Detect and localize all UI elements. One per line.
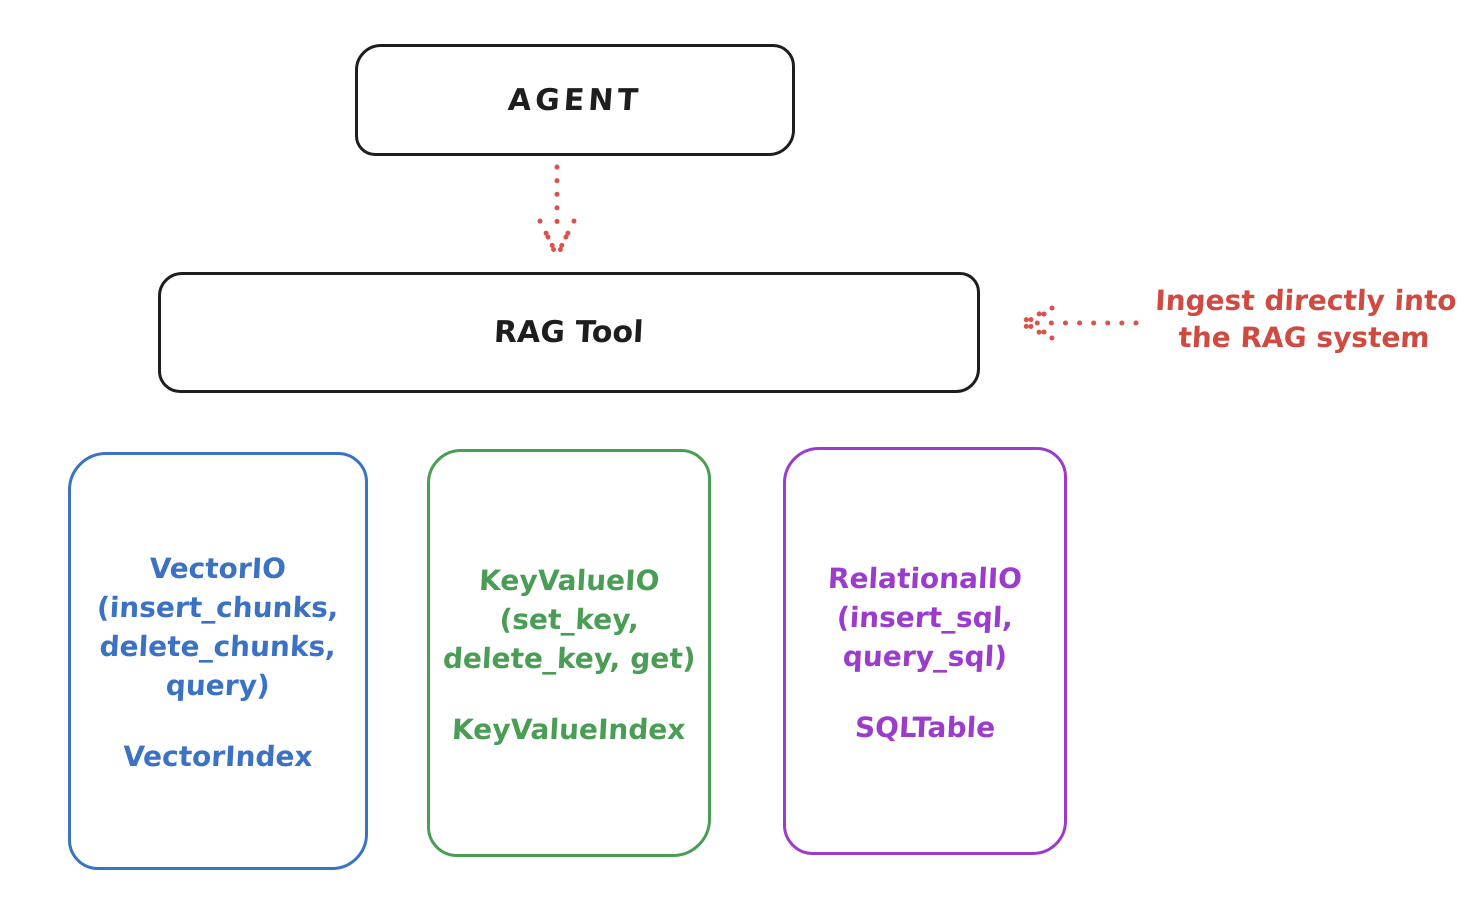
arrow-down-icon [537, 164, 577, 260]
vector-io-node: VectorIO (insert_chunks, delete_chunks, … [68, 452, 368, 870]
key-value-io-title: KeyValueIO [478, 563, 660, 597]
vector-io-params-line2: delete_chunks, [98, 630, 338, 663]
sql-table-label: SQLTable [854, 710, 996, 744]
ingest-annotation-line1: Ingest directly into [1154, 284, 1458, 317]
relational-io-node: RelationalIO (insert_sql, query_sql) SQL… [783, 447, 1067, 855]
vector-io-title: VectorIO [148, 552, 288, 585]
agent-label: AGENT [506, 82, 644, 118]
rag-tool-node: RAG Tool [158, 272, 980, 393]
vector-io-params-line3: query) [165, 669, 271, 702]
agent-node: AGENT [355, 44, 795, 156]
key-value-index-label: KeyValueIndex [451, 712, 687, 746]
relational-io-params-line2: query_sql) [842, 639, 1008, 673]
rag-tool-label: RAG Tool [493, 315, 645, 350]
vector-io-text: VectorIO (insert_chunks, delete_chunks, … [96, 549, 340, 705]
ingest-annotation: Ingest directly into the RAG system [1124, 282, 1484, 356]
vector-index-label: VectorIndex [122, 740, 314, 773]
relational-io-title: RelationalIO [827, 561, 1023, 595]
key-value-io-text: KeyValueIO (set_key, delete_key, get) [441, 561, 697, 678]
key-value-io-params-line1: (set_key, [498, 602, 640, 636]
vector-io-params-line1: (insert_chunks, [96, 591, 340, 624]
key-value-io-node: KeyValueIO (set_key, delete_key, get) Ke… [427, 449, 711, 857]
ingest-annotation-line2: the RAG system [1177, 321, 1431, 354]
key-value-io-params-line2: delete_key, get) [441, 641, 697, 675]
relational-io-params-line1: (insert_sql, [836, 600, 1014, 634]
relational-io-text: RelationalIO (insert_sql, query_sql) [827, 559, 1023, 676]
arrow-left-icon [1016, 305, 1139, 341]
